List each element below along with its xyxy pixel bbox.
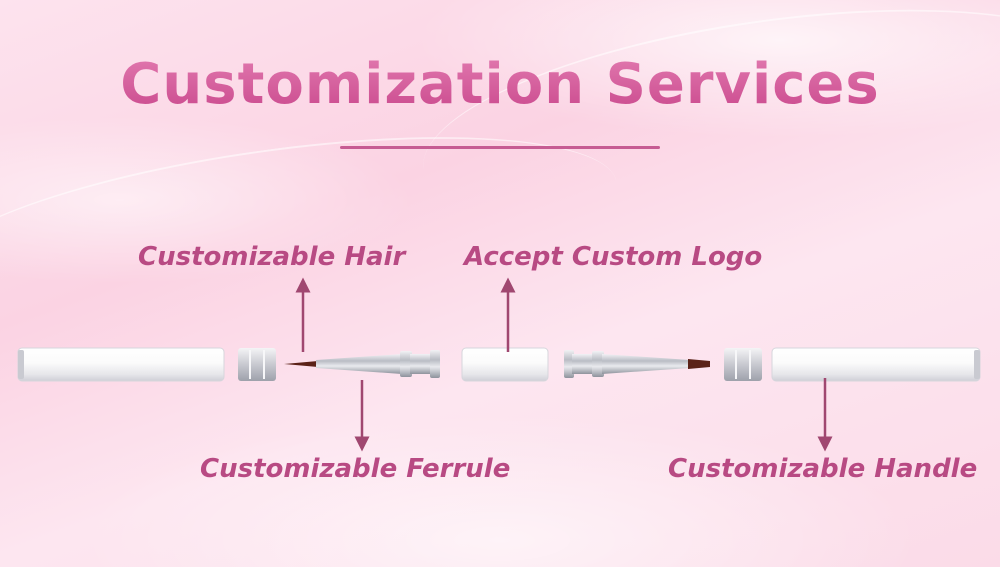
label-customizable-handle: Customizable Handle (668, 454, 978, 484)
title-underline (340, 146, 660, 149)
logo-tube (461, 347, 549, 382)
left-connector (238, 348, 276, 381)
flat-brush (564, 350, 710, 378)
label-customizable-ferrule: Customizable Ferrule (200, 454, 511, 484)
handle-tube (771, 347, 981, 382)
liner-brush (284, 350, 440, 378)
right-connector (724, 348, 762, 381)
label-accept-custom-logo: Accept Custom Logo (464, 242, 763, 272)
page-title: Customization Services (0, 52, 1000, 117)
left-cap-tube (17, 347, 225, 382)
label-customizable-hair: Customizable Hair (138, 242, 406, 272)
